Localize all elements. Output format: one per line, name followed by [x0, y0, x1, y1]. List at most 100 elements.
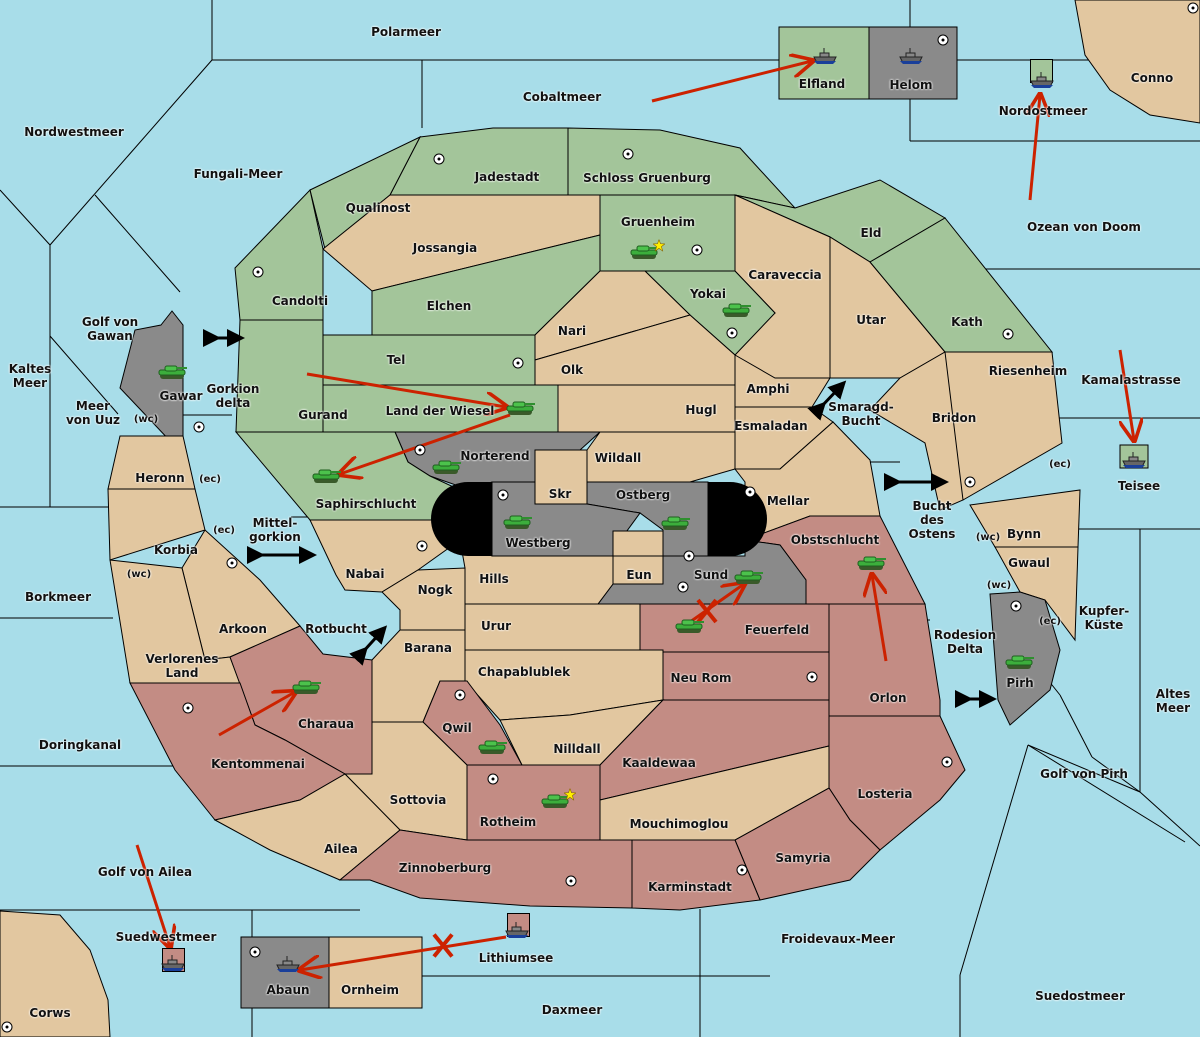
label-nordostmeer[interactable]: Nordostmeer	[998, 104, 1088, 118]
label-nari[interactable]: Nari	[557, 324, 587, 338]
label-borkmeer[interactable]: Borkmeer	[25, 590, 91, 604]
region-gwaul[interactable]	[994, 546, 1079, 642]
label-ostberg[interactable]: Ostberg	[615, 488, 671, 502]
label-neu-rom[interactable]: Neu Rom	[670, 671, 732, 685]
label-hugl[interactable]: Hugl	[685, 403, 717, 417]
label-qwil[interactable]: Qwil	[442, 721, 472, 735]
label-eun[interactable]: Eun	[626, 568, 652, 582]
army-tank-icon[interactable]	[722, 301, 752, 323]
label-yokai[interactable]: Yokai	[689, 287, 727, 301]
army-tank-icon[interactable]	[675, 617, 705, 639]
label-abaun[interactable]: Abaun	[266, 983, 310, 997]
label-esmaladan[interactable]: Esmaladan	[734, 419, 808, 433]
label-golf-von-pirh[interactable]: Golf von Pirh	[1040, 767, 1128, 781]
region-corws[interactable]	[0, 910, 111, 1037]
label-lithiumsee[interactable]: Lithiumsee	[478, 951, 554, 965]
label-ornheim[interactable]: Ornheim	[341, 983, 399, 997]
army-tank-icon[interactable]	[661, 514, 691, 536]
label-smaragd-bucht[interactable]: Smaragd-Bucht	[828, 400, 894, 428]
fleet-ship-icon[interactable]	[504, 921, 530, 943]
label-froidevaux-meer[interactable]: Froidevaux-Meer	[781, 932, 895, 946]
label-cobaltmeer[interactable]: Cobaltmeer	[522, 90, 602, 104]
label-gruenheim[interactable]: Gruenheim	[620, 215, 696, 229]
label-bynn[interactable]: Bynn	[1006, 527, 1042, 541]
label-corws[interactable]: Corws	[29, 1006, 71, 1020]
label-ozean-von-doom[interactable]: Ozean von Doom	[1027, 220, 1141, 234]
label-caraveccia[interactable]: Caraveccia	[748, 268, 822, 282]
label-amphi[interactable]: Amphi	[746, 382, 790, 396]
label-conno[interactable]: Conno	[1130, 71, 1174, 85]
region-sund[interactable]	[597, 539, 807, 605]
label-sottovia[interactable]: Sottovia	[389, 793, 447, 807]
label-qualinost[interactable]: Qualinost	[345, 201, 411, 215]
label-rotheim[interactable]: Rotheim	[479, 815, 537, 829]
label-arkoon[interactable]: Arkoon	[219, 622, 267, 636]
label-barana[interactable]: Barana	[404, 641, 452, 655]
label-feuerfeld[interactable]: Feuerfeld	[744, 623, 810, 637]
label-riesenheim[interactable]: Riesenheim	[988, 364, 1068, 378]
fleet-ship-icon[interactable]	[160, 954, 186, 976]
label-urur[interactable]: Urur	[480, 619, 512, 633]
label-nordwestmeer[interactable]: Nordwestmeer	[24, 125, 124, 139]
label-olk[interactable]: Olk	[560, 363, 584, 377]
label-kentommenai[interactable]: Kentommenai	[211, 757, 305, 771]
army-tank-icon[interactable]	[292, 678, 322, 700]
label-kupfer-k-ste[interactable]: Kupfer-Küste	[1078, 604, 1130, 632]
label-teisee[interactable]: Teisee	[1117, 479, 1161, 493]
label-heronn[interactable]: Heronn	[135, 471, 185, 485]
fleet-ship-icon[interactable]	[275, 955, 301, 977]
label-karminstadt[interactable]: Karminstadt	[648, 880, 732, 894]
label-sund[interactable]: Sund	[693, 568, 729, 582]
label-samyria[interactable]: Samyria	[775, 851, 831, 865]
label-rotbucht[interactable]: Rotbucht	[305, 622, 367, 636]
label-wildall[interactable]: Wildall	[594, 451, 642, 465]
army-tank-icon[interactable]	[630, 243, 660, 265]
label-skr[interactable]: Skr	[548, 487, 572, 501]
label-polarmeer[interactable]: Polarmeer	[371, 25, 441, 39]
label-norterend[interactable]: Norterend	[460, 449, 530, 463]
label-losteria[interactable]: Losteria	[857, 787, 913, 801]
label-suedostmeer[interactable]: Suedostmeer	[1035, 989, 1125, 1003]
label-ailea[interactable]: Ailea	[324, 842, 358, 856]
label-candolti[interactable]: Candolti	[271, 294, 329, 308]
label-helom[interactable]: Helom	[889, 78, 933, 92]
label-orlon[interactable]: Orlon	[869, 691, 907, 705]
label-kamalastrasse[interactable]: Kamalastrasse	[1081, 373, 1181, 387]
label-gwaul[interactable]: Gwaul	[1008, 556, 1050, 570]
army-tank-icon[interactable]	[478, 738, 508, 760]
label-bridon[interactable]: Bridon	[931, 411, 977, 425]
label-doringkanal[interactable]: Doringkanal	[38, 738, 122, 752]
label-jossangia[interactable]: Jossangia	[412, 241, 478, 255]
label-suedwestmeer[interactable]: Suedwestmeer	[115, 930, 217, 944]
army-tank-icon[interactable]	[506, 399, 536, 421]
label-nabai[interactable]: Nabai	[345, 567, 385, 581]
army-tank-icon[interactable]	[1005, 653, 1035, 675]
label-korbia[interactable]: Korbia	[153, 543, 199, 557]
label-schloss-gruenburg[interactable]: Schloss Gruenburg	[583, 171, 711, 185]
label-land-der-wiesel[interactable]: Land der Wiesel	[385, 404, 495, 418]
label-zinnoberburg[interactable]: Zinnoberburg	[398, 861, 492, 875]
label-saphirschlucht[interactable]: Saphirschlucht	[315, 497, 417, 511]
label-daxmeer[interactable]: Daxmeer	[541, 1003, 603, 1017]
label-golf-von-ailea[interactable]: Golf von Ailea	[97, 865, 193, 879]
army-tank-icon[interactable]	[734, 568, 764, 590]
region-gruenheim[interactable]	[599, 194, 736, 272]
label-mellar[interactable]: Mellar	[766, 494, 810, 508]
fleet-ship-icon[interactable]	[812, 47, 838, 69]
fleet-ship-icon[interactable]	[1029, 71, 1055, 93]
army-tank-icon[interactable]	[541, 792, 571, 814]
army-tank-icon[interactable]	[503, 513, 533, 535]
fleet-ship-icon[interactable]	[1121, 451, 1147, 473]
label-eld[interactable]: Eld	[860, 226, 882, 240]
label-hills[interactable]: Hills	[479, 572, 509, 586]
label-pirh[interactable]: Pirh	[1006, 676, 1034, 690]
region-ornheim[interactable]	[328, 936, 423, 1009]
label-jadestadt[interactable]: Jadestadt	[474, 170, 540, 184]
